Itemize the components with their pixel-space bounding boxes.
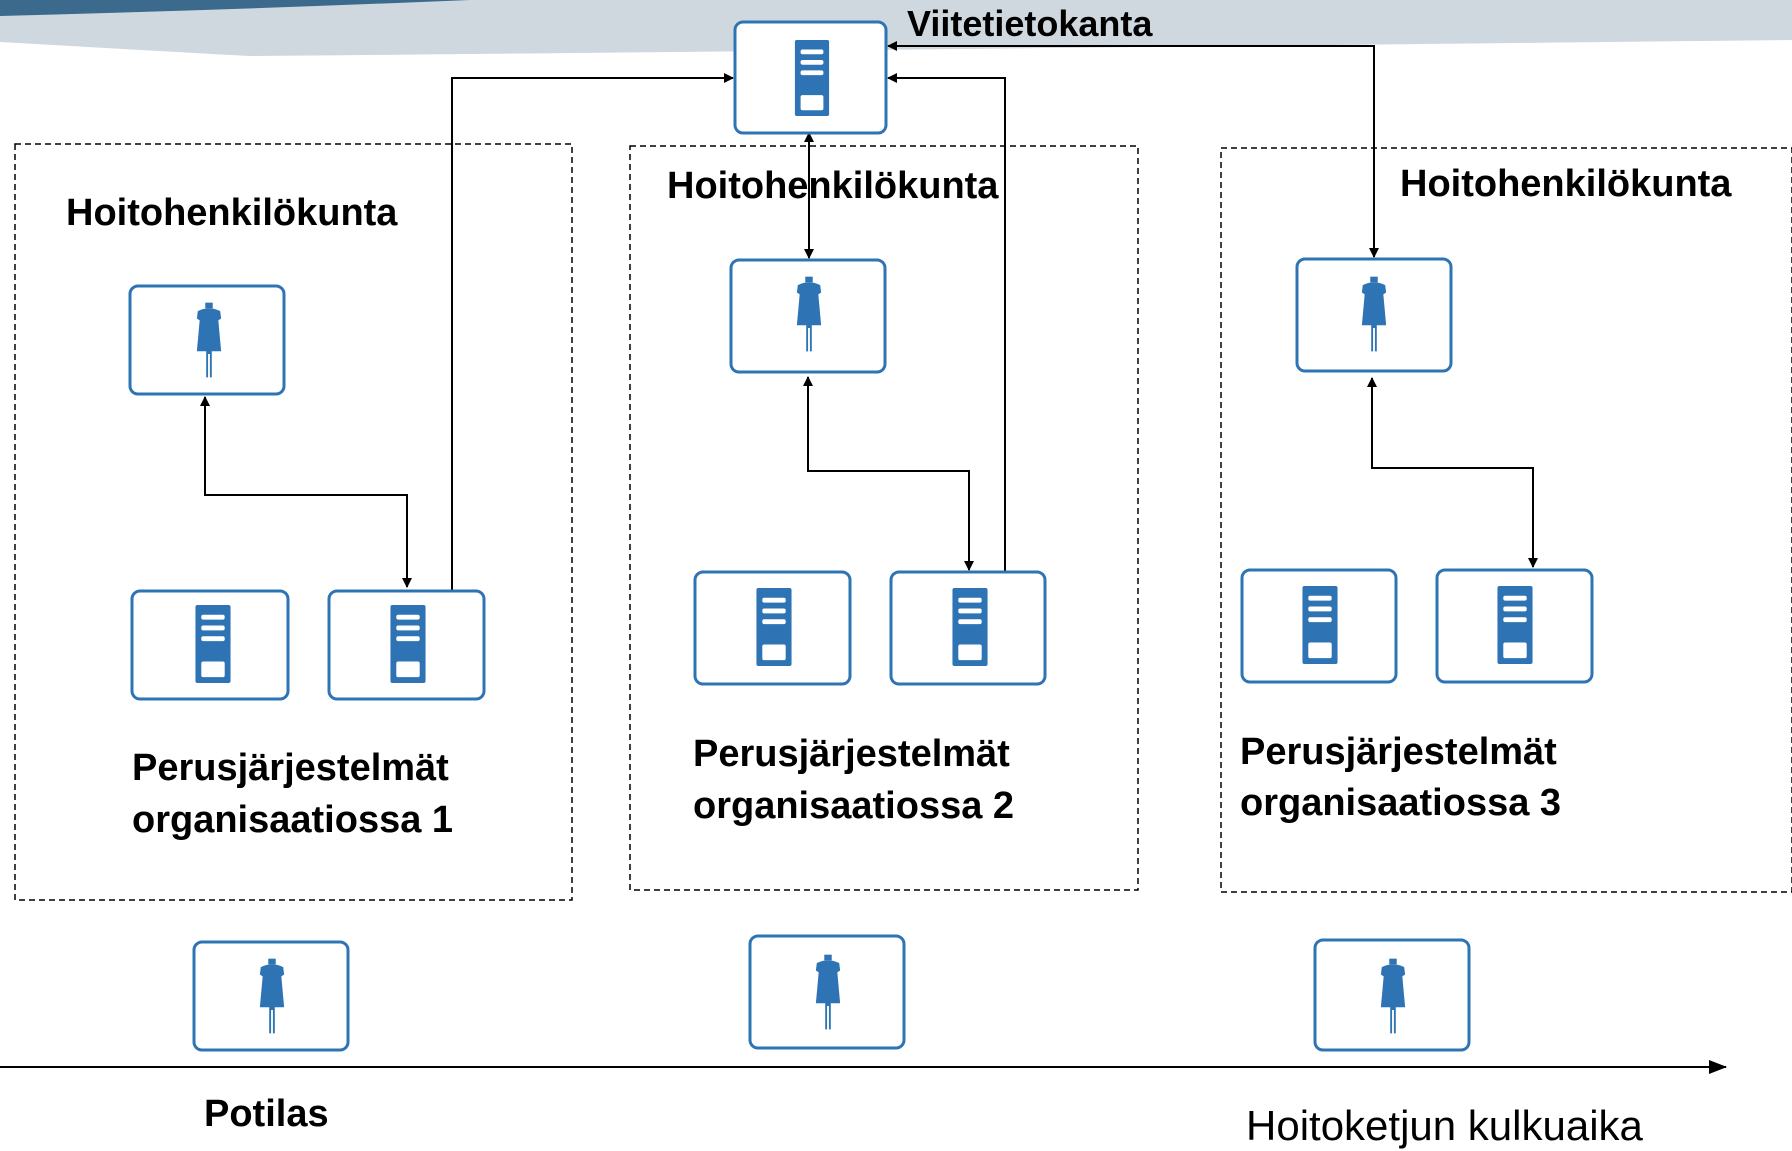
server-icon [390, 605, 426, 683]
systems-label: Perusjärjestelmät organisaatiossa 1 [132, 747, 459, 841]
timeline-label: Hoitoketjun kulkuaika [1246, 1102, 1644, 1149]
organization-2-box [629, 145, 1139, 891]
systems-label: Perusjärjestelmät organisaatiossa 2 [693, 733, 1020, 827]
staff-label: Hoitohenkilökunta [1400, 163, 1732, 205]
connector-org2-staff-to-system [803, 376, 974, 571]
connectors [200, 41, 1538, 616]
systems-label-line: organisaatiossa 1 [132, 799, 453, 841]
connector-org2-system-to-reference [887, 73, 1010, 616]
organization-1-box [14, 143, 573, 901]
server-icon [1302, 586, 1338, 664]
server-icon [952, 588, 988, 666]
connector-reference-to-org3-staff [887, 41, 1379, 258]
systems-label-line: Perusjärjestelmät [132, 747, 449, 789]
staff-label: Hoitohenkilökunta [66, 192, 398, 234]
header-band [0, 0, 1792, 56]
connector-org1-staff-to-system [200, 396, 412, 588]
patient-label: Potilas [204, 1093, 329, 1135]
systems-label: Perusjärjestelmät organisaatiossa 3 [1240, 731, 1567, 824]
systems-label-line: Perusjärjestelmät [1240, 731, 1557, 773]
systems-label-line: Perusjärjestelmät [693, 733, 1010, 775]
staff-label: Hoitohenkilökunta [667, 165, 999, 207]
patient-nodes [192, 934, 1471, 1052]
connector-org1-system-to-reference [443, 73, 734, 611]
systems-label-line: organisaatiossa 2 [693, 785, 1014, 827]
organization-3: Hoitohenkilökunta Perusjärjestelmät orga… [1240, 163, 1732, 824]
connector-org3-staff-to-system [1367, 377, 1538, 568]
organization-2: Hoitohenkilökunta Perusjärjestelmät orga… [667, 165, 1047, 827]
server-icon [195, 605, 231, 683]
reference-database: Viitetietokanta [733, 3, 1153, 135]
server-icon [1497, 586, 1533, 664]
reference-database-label: Viitetietokanta [907, 3, 1153, 44]
organization-1: Hoitohenkilökunta Perusjärjestelmät orga… [66, 192, 486, 841]
systems-label-line: organisaatiossa 3 [1240, 782, 1561, 824]
server-icon [794, 40, 830, 116]
organization-3-box [1220, 147, 1792, 893]
server-icon [756, 588, 792, 666]
